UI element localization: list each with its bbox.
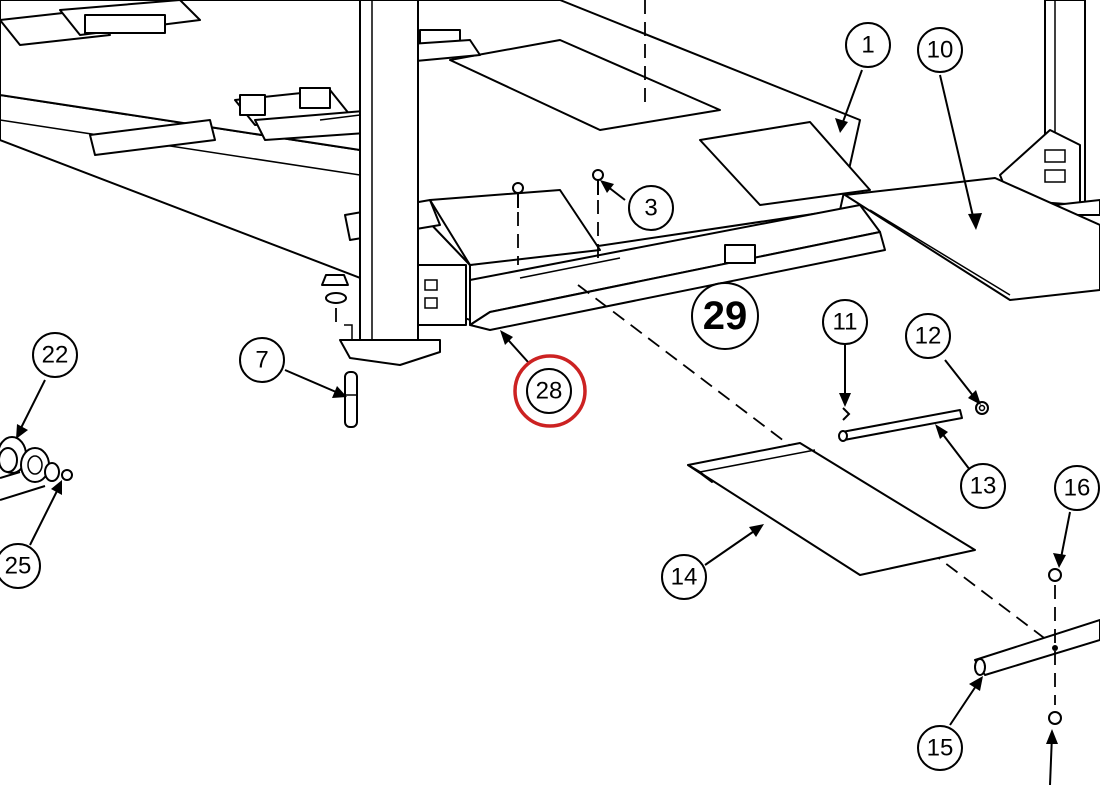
ramp-plate xyxy=(687,442,976,576)
svg-text:29: 29 xyxy=(703,294,748,338)
svg-text:10: 10 xyxy=(927,37,954,64)
svg-text:14: 14 xyxy=(671,564,698,591)
callout-22: 22 xyxy=(32,332,78,378)
callout-16: 16 xyxy=(1054,465,1100,511)
svg-text:22: 22 xyxy=(42,342,69,369)
cross-beam xyxy=(469,204,886,331)
callout-11: 11 xyxy=(822,299,868,345)
callout-1: 1 xyxy=(845,22,891,68)
highlight-ring-28 xyxy=(513,354,587,428)
svg-text:7: 7 xyxy=(255,347,268,374)
callout-25: 25 xyxy=(0,543,41,589)
callout-13: 13 xyxy=(960,463,1006,509)
callout-15: 15 xyxy=(917,725,963,771)
callout-10: 10 xyxy=(917,27,963,73)
front-post xyxy=(339,0,467,366)
svg-text:3: 3 xyxy=(644,195,657,222)
callout-7: 7 xyxy=(239,337,285,383)
callout-12: 12 xyxy=(905,313,951,359)
svg-text:12: 12 xyxy=(915,323,942,350)
svg-text:15: 15 xyxy=(927,735,954,762)
leader-arrows xyxy=(16,69,1071,785)
callout-29: 29 xyxy=(691,282,759,350)
callout-3: 3 xyxy=(628,185,674,231)
bolt-pins xyxy=(512,169,604,265)
svg-text:11: 11 xyxy=(833,309,858,336)
lock-pin-assembly xyxy=(321,274,358,428)
svg-text:13: 13 xyxy=(970,473,997,500)
svg-text:28: 28 xyxy=(536,378,563,405)
rear-post xyxy=(999,0,1100,216)
ramp-hinge-bar xyxy=(974,568,1100,725)
callout-14: 14 xyxy=(661,554,707,600)
svg-text:16: 16 xyxy=(1064,475,1091,502)
assembly-line-diagonal xyxy=(577,284,1061,651)
approach-ramp xyxy=(844,177,1100,301)
svg-text:25: 25 xyxy=(5,553,32,580)
svg-text:1: 1 xyxy=(861,32,874,59)
axle-rod xyxy=(838,401,989,442)
wheel-assembly xyxy=(0,436,73,501)
callout-28: 28 xyxy=(526,368,572,414)
